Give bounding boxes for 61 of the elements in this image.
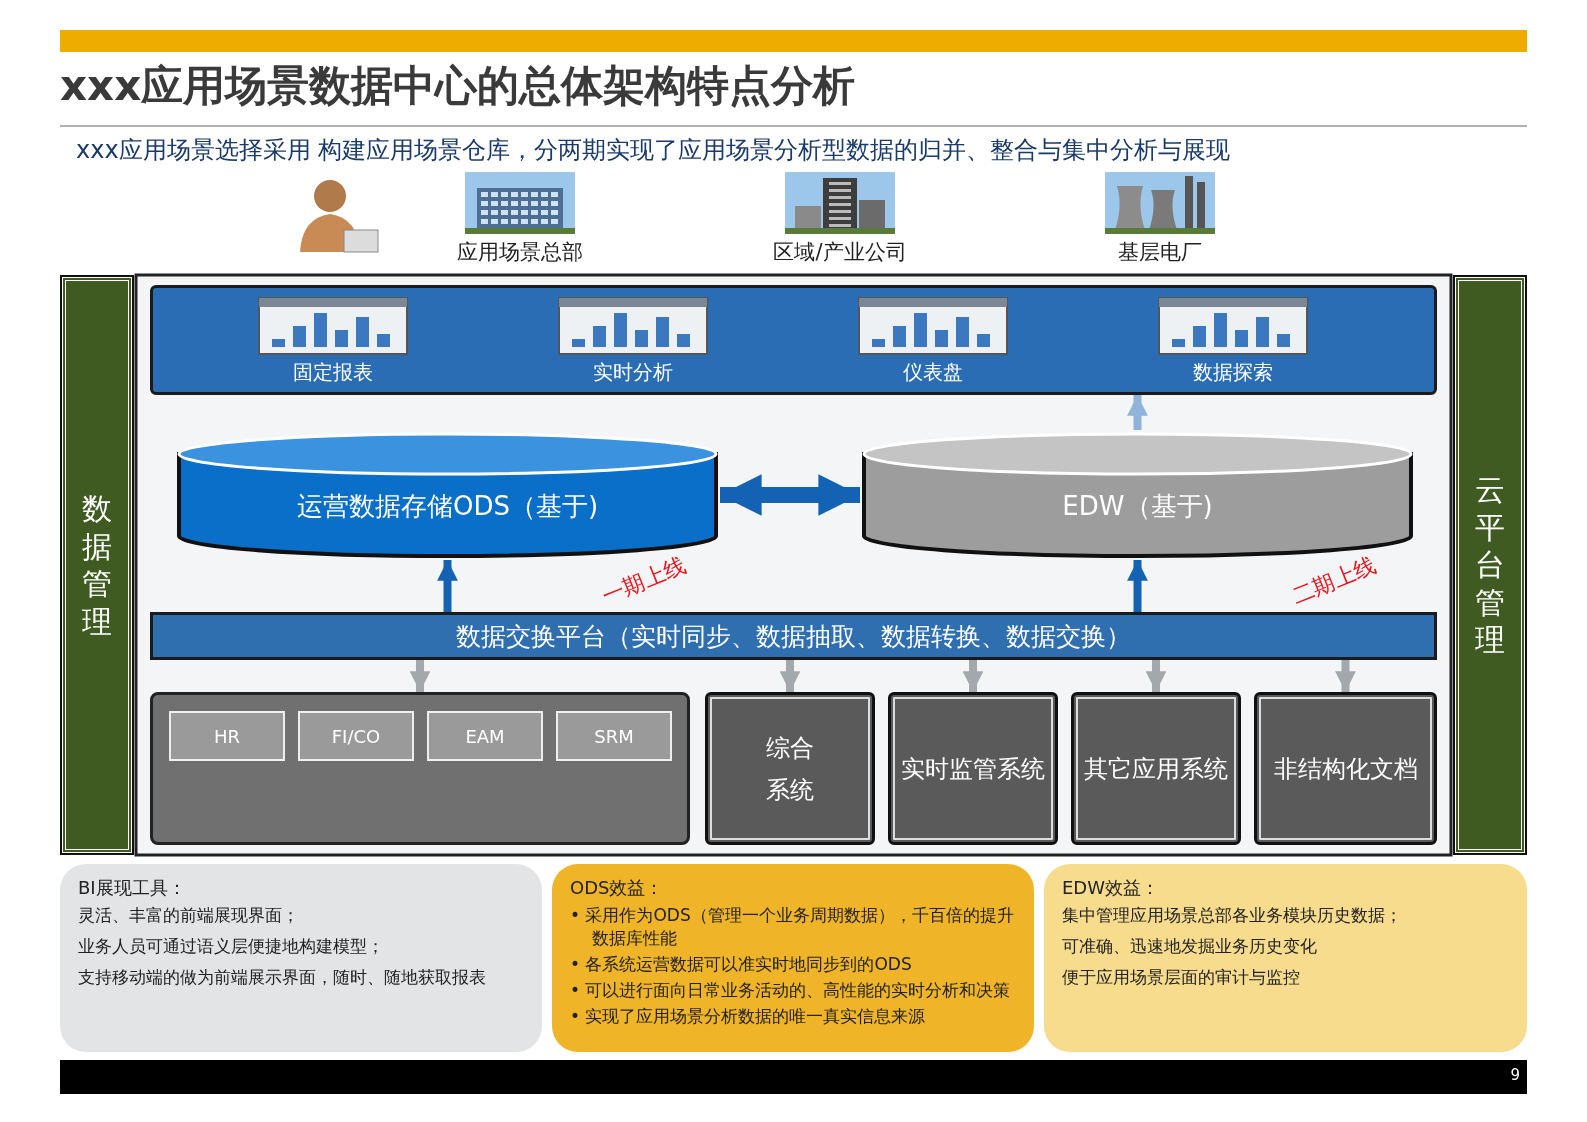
module-label: EAM: [465, 725, 505, 747]
bullet-item: • 采用作为ODS（管理一个业务周期数据），千百倍的提升数据库性能: [570, 904, 1015, 951]
module-box: [298, 711, 414, 761]
side-panel: [1455, 277, 1525, 853]
system-box: [1254, 692, 1437, 845]
system-label: 其它应用系统: [1084, 753, 1228, 785]
module-label: HR: [213, 725, 240, 747]
callout-line: 业务人员可通过语义层便捷地构建模型；: [78, 935, 385, 959]
arrow: [779, 660, 801, 692]
phase-label: 一期上线: [597, 551, 691, 611]
bullet-item: • 实现了应用场景分析数据的唯一真实信息来源: [570, 1005, 927, 1028]
callout-line: 集中管理应用场景总部各业务模块历史数据；: [1062, 904, 1403, 928]
subtitle: xxx应用场景选择采用 构建应用场景仓库，分两期实现了应用场景分析型数据的归并、整合与集中分析与展现: [76, 135, 1232, 166]
callout-line: 支持移动端的做为前端展示界面，随时、随地获取报表: [78, 966, 487, 990]
tile-label: 实时分析: [592, 359, 674, 386]
building-label: 应用场景总部: [456, 239, 584, 266]
system-label: 综合: [766, 732, 814, 764]
building-label: 区域/产业公司: [772, 239, 908, 266]
tile-label: 数据探索: [1192, 359, 1274, 386]
system-label: 非结构化文档: [1273, 753, 1418, 785]
callout-box: [552, 864, 1034, 1052]
system-box: [705, 692, 875, 845]
arrow: [962, 660, 984, 692]
panel-label: 数据管理: [81, 490, 113, 640]
module-box: [169, 711, 285, 761]
system-box: [1071, 692, 1241, 845]
platform-band: [150, 285, 1437, 395]
building-label: 基层电厂: [1117, 239, 1203, 266]
page-number: 9: [1509, 1066, 1520, 1086]
slide-title: xxx应用场景数据中心的总体架构特点分析: [60, 60, 857, 112]
tile-label: 固定报表: [292, 359, 374, 386]
tile-label: 仪表盘: [902, 359, 964, 386]
callout-line: 可准确、迅速地发掘业务历史变化: [1062, 935, 1318, 959]
panel-label: 云平台管理: [1474, 471, 1506, 659]
callout-box: [60, 864, 542, 1052]
arrow: [1145, 660, 1167, 692]
cylinder-label: EDW（基于): [1061, 490, 1214, 523]
double-arrow: [720, 474, 860, 516]
side-panel: [62, 277, 132, 853]
module-box: [427, 711, 543, 761]
system-group-box: [150, 692, 690, 845]
platform-band: [150, 612, 1437, 660]
cylinder-label: 运营数据存储ODS（基于): [295, 490, 600, 523]
callout-line: 便于应用场景层面的审计与监控: [1062, 966, 1301, 990]
module-label: SRM: [594, 725, 634, 747]
phase-label: 二期上线: [1287, 551, 1381, 611]
module-box: [556, 711, 672, 761]
callout-heading: EDW效益：: [1062, 876, 1161, 900]
system-box: [888, 692, 1058, 845]
callout-line: 灵活、丰富的前端展现界面；: [78, 904, 300, 928]
callout-box: [1044, 864, 1527, 1052]
system-label: 系统: [766, 774, 814, 806]
platform-label: 数据交换平台（实时同步、数据抽取、数据转换、数据交换）: [456, 620, 1131, 653]
arrow: [409, 660, 431, 692]
callout-heading: BI展现工具：: [78, 876, 187, 900]
module-label: FI/CO: [331, 725, 381, 747]
bullet-item: • 各系统运营数据可以准实时地同步到的ODS: [570, 953, 913, 977]
callout-heading: ODS效益：: [570, 876, 665, 900]
bullet-item: • 可以进行面向日常业务活动的、高性能的实时分析和决策: [570, 979, 1012, 1003]
system-label: 实时监管系统: [901, 753, 1045, 785]
arrow: [1335, 660, 1356, 692]
